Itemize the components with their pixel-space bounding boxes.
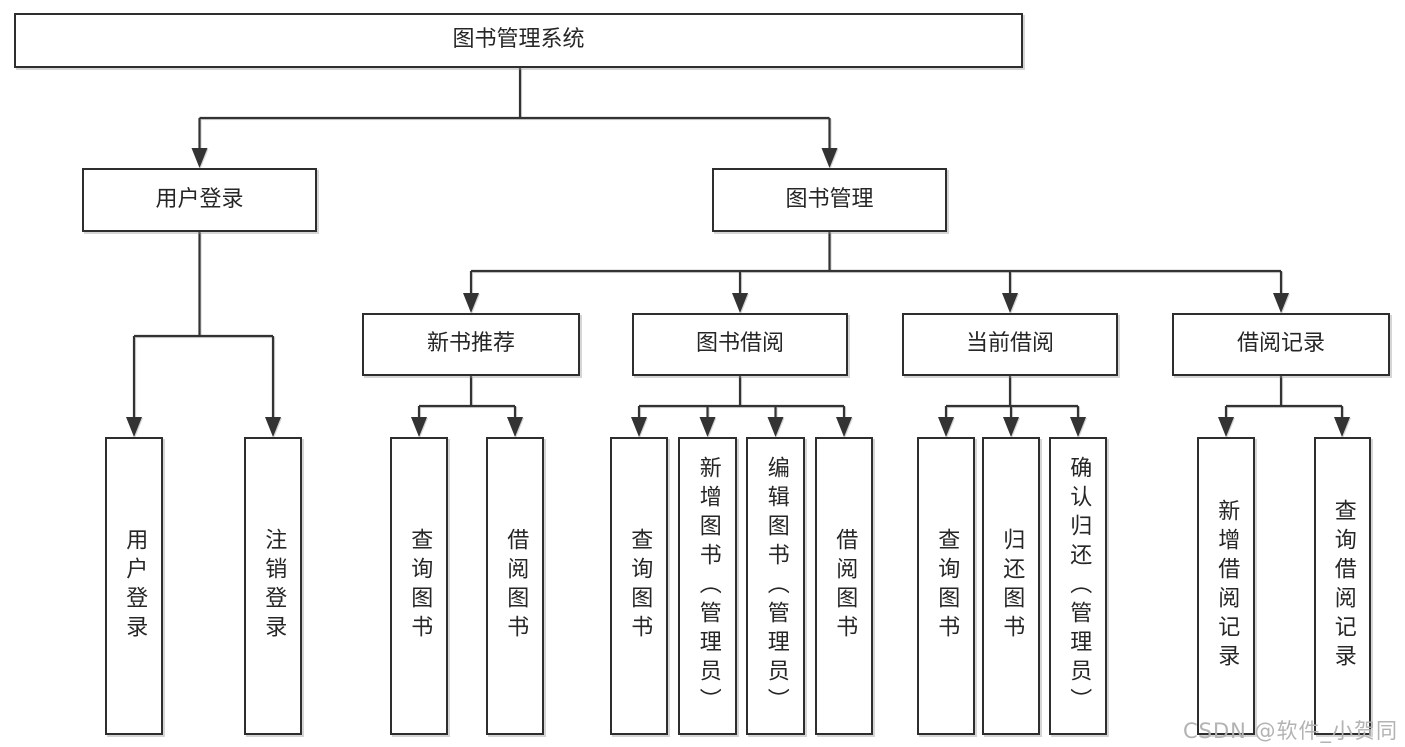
arrowhead xyxy=(836,417,852,437)
leaf-borrow-books-recommend: 借阅图书 xyxy=(486,437,544,735)
node-current-borrow: 当前借阅 xyxy=(902,313,1118,376)
arrowhead xyxy=(699,417,716,437)
leaf-confirm-return-admin: 确认归还（管理员） xyxy=(1049,437,1107,735)
edge-book-borrow-children xyxy=(637,376,846,421)
leaf-edit-books-admin: 编辑图书（管理员） xyxy=(746,437,805,735)
edge-borrow-records-children xyxy=(1224,376,1344,421)
node-new-book-recommend: 新书推荐 xyxy=(362,313,580,376)
arrowhead xyxy=(732,293,748,313)
node-borrow-records: 借阅记录 xyxy=(1172,313,1390,376)
edge-user-login-children xyxy=(132,232,275,421)
leaf-query-books-recommend: 查询图书 xyxy=(390,437,448,735)
edge-current-borrow-children xyxy=(944,376,1080,421)
leaf-add-books-admin: 新增图书（管理员） xyxy=(678,437,737,735)
node-book-borrow: 图书借阅 xyxy=(632,313,848,376)
arrowhead xyxy=(126,417,142,437)
node-book-management: 图书管理 xyxy=(712,168,947,232)
arrowhead xyxy=(191,148,208,168)
arrowhead xyxy=(631,417,647,437)
arrowhead xyxy=(821,148,838,168)
arrowhead xyxy=(767,417,784,437)
leaf-query-books-borrow: 查询图书 xyxy=(610,437,668,735)
arrowhead xyxy=(411,417,427,437)
leaf-user-login: 用户登录 xyxy=(105,437,163,735)
node-library-system: 图书管理系统 xyxy=(14,13,1023,68)
arrowhead xyxy=(938,417,954,437)
edge-new-book-children xyxy=(417,376,517,421)
arrowhead xyxy=(265,417,281,437)
arrowhead xyxy=(1002,293,1018,313)
arrowhead xyxy=(1003,417,1019,437)
leaf-query-books-current: 查询图书 xyxy=(917,437,975,735)
arrowhead xyxy=(1070,417,1086,437)
leaf-query-borrow-record: 查询借阅记录 xyxy=(1314,437,1371,735)
arrowhead xyxy=(463,293,479,313)
arrowhead xyxy=(1334,417,1350,437)
edge-book-mgmt-children xyxy=(469,232,1283,297)
leaf-logout: 注销登录 xyxy=(244,437,302,735)
edge-root-to-level2 xyxy=(198,68,831,152)
arrowhead xyxy=(507,417,523,437)
csdn-watermark: CSDN @软件_小贺同学 xyxy=(1183,719,1399,743)
arrowhead xyxy=(1218,417,1234,437)
leaf-add-borrow-record: 新增借阅记录 xyxy=(1197,437,1255,735)
arrowhead xyxy=(1273,293,1289,313)
leaf-return-books: 归还图书 xyxy=(982,437,1040,735)
leaf-borrow-books: 借阅图书 xyxy=(815,437,873,735)
node-user-login: 用户登录 xyxy=(82,168,317,232)
